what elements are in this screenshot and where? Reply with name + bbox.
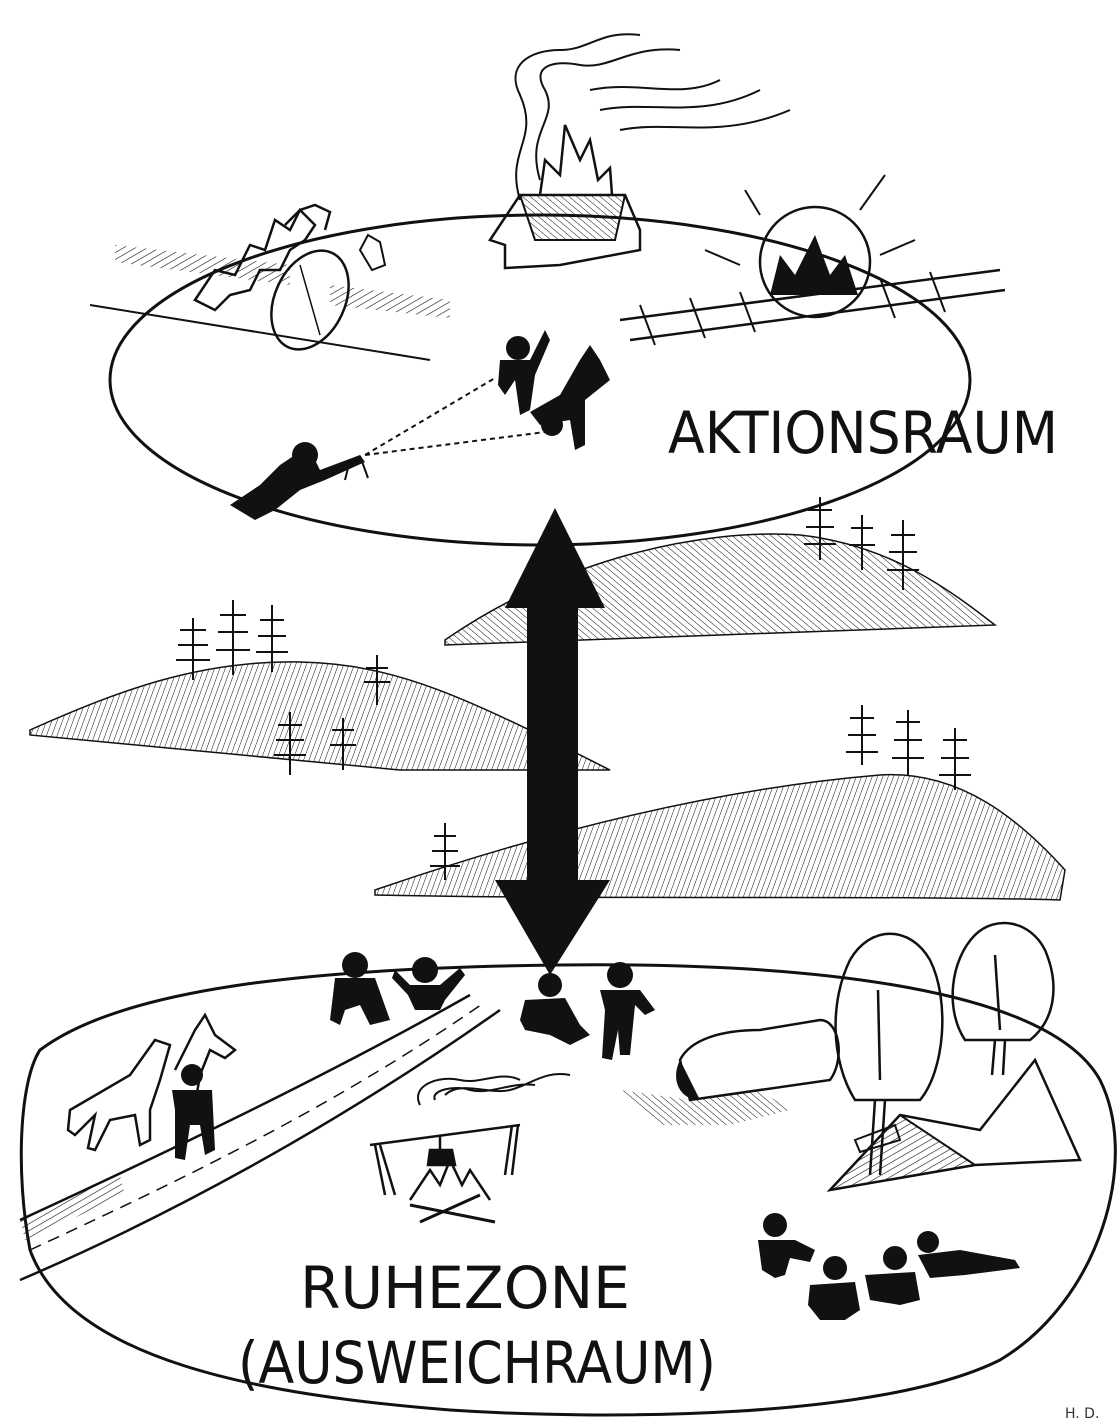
- double-headed-arrow-icon: [495, 508, 610, 975]
- hill-right-lower: [374, 773, 1066, 901]
- tent-icon: [826, 1057, 1082, 1192]
- rest-zone-sublabel: (AUSWEICHRAUM): [238, 1329, 716, 1397]
- forest-path: [19, 993, 501, 1282]
- falling-figure-icon: [498, 330, 610, 450]
- bunker-icon: [620, 1018, 840, 1125]
- rest-zone-boundary: [19, 963, 1117, 1417]
- rest-zone: RUHEZONE (AUSWEICHRAUM): [19, 921, 1117, 1417]
- campfire-icon: [369, 1073, 571, 1224]
- deciduous-tree-icon: [834, 921, 1055, 1176]
- conifer-trees: [176, 497, 971, 880]
- hill-left: [29, 661, 611, 771]
- action-zone-label: AKTIONSRAUM: [668, 399, 1058, 467]
- group-of-people-icon: [330, 952, 655, 1060]
- sniper-icon: [230, 377, 546, 520]
- felled-tree-icon: [193, 203, 387, 351]
- horse-icon: [66, 1012, 238, 1152]
- person-with-horses-icon: [172, 1064, 215, 1160]
- conifer-tree-icon: [176, 497, 971, 880]
- railway-track: [619, 268, 1006, 346]
- explosion-icon: [704, 174, 916, 319]
- road-left: [89, 245, 450, 361]
- action-zone: AKTIONSRAUM: [89, 33, 1058, 547]
- resting-people-icon: [758, 1213, 1020, 1320]
- rest-zone-label: RUHEZONE: [300, 1254, 630, 1322]
- artist-signature: H. D.: [1065, 1406, 1099, 1422]
- burning-house-icon: [488, 33, 791, 270]
